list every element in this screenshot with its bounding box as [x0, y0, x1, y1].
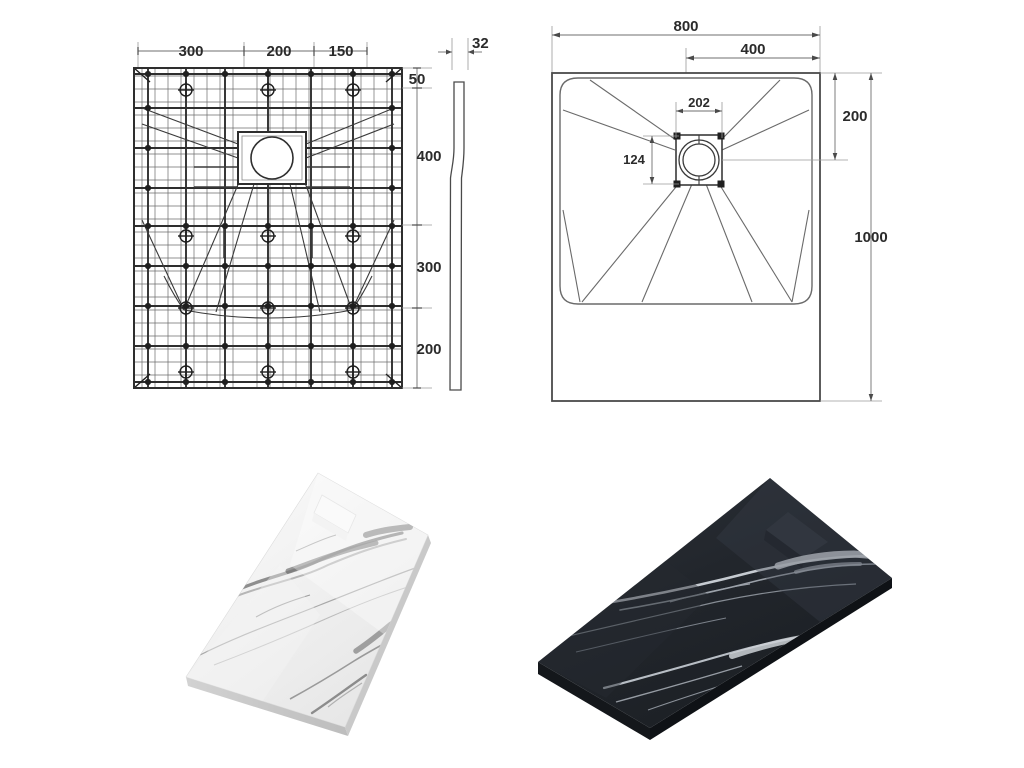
dim-label-124: 124 — [623, 152, 645, 167]
dim-ticks-vertical — [412, 67, 422, 389]
fixing-points — [178, 82, 361, 380]
underside-reinforcement-view: 300 200 150 — [120, 20, 442, 410]
dim-label-300-horizontal: 300 — [178, 43, 203, 60]
reinforcement-mesh — [134, 68, 402, 388]
tray-profile-outline — [449, 81, 465, 391]
dim-label-400: 400 — [740, 41, 765, 58]
dim-arrow-thickness — [446, 49, 474, 55]
top-plan-view: 800 400 — [530, 10, 900, 410]
marble-veining-white — [186, 473, 428, 715]
dim-label-200-horizontal: 200 — [266, 43, 291, 60]
dim-label-thickness-32: 32 — [472, 35, 489, 52]
drain-assembly-plan — [673, 132, 725, 188]
tray-side-black — [650, 578, 892, 740]
tray-outline-plan — [551, 72, 821, 402]
tray-side-white — [345, 535, 431, 736]
drain-boss-underside — [237, 131, 307, 185]
shower-tray-black-marble — [520, 460, 910, 750]
dim-label-50-vertical: 50 — [409, 71, 426, 88]
support-pad-dots — [144, 70, 396, 386]
dim-label-200-plan: 200 — [842, 108, 867, 125]
basin-inner-outline — [559, 77, 813, 305]
dim-label-1000: 1000 — [854, 229, 887, 246]
shower-tray-white-marble — [170, 455, 500, 755]
tray-edge-black — [538, 662, 650, 740]
tray-outline-underside — [133, 67, 403, 389]
dim-extension-lines-thickness — [451, 38, 469, 70]
dim-extension-lines-plan-right — [722, 72, 882, 402]
dim-label-300-vertical: 300 — [416, 259, 441, 276]
dim-label-400-vertical: 400 — [416, 148, 441, 165]
tray-edge-white — [186, 677, 348, 736]
dim-label-202: 202 — [688, 95, 710, 110]
dim-label-200-vertical: 200 — [416, 341, 441, 358]
marble-veining-black — [538, 478, 892, 711]
side-section-view: 32 — [430, 20, 540, 410]
dim-label-800: 800 — [673, 18, 698, 35]
dim-ticks-horizontal — [137, 46, 368, 56]
dim-label-150-horizontal: 150 — [328, 43, 353, 60]
slope-lines — [562, 79, 810, 303]
